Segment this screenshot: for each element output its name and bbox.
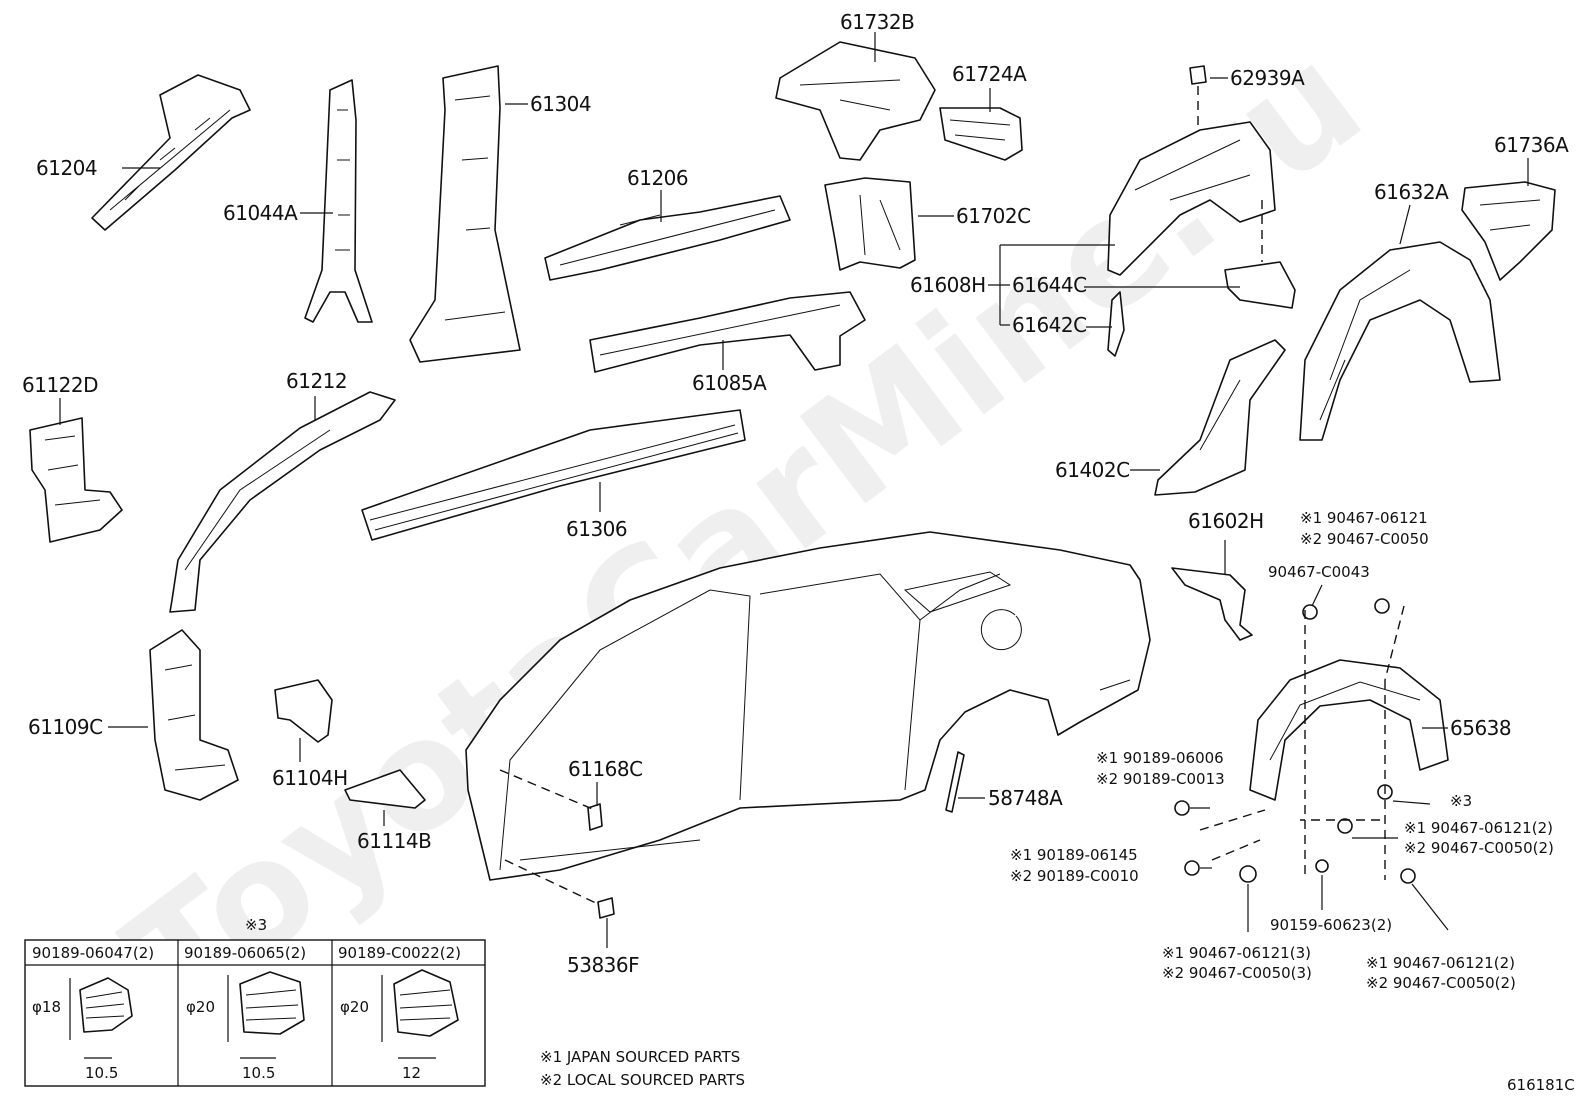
label-61122D: 61122D bbox=[22, 373, 98, 397]
label-61212: 61212 bbox=[286, 369, 347, 393]
note-d1: ※1 90467-06121(2) bbox=[1404, 819, 1553, 837]
part-61602H-shape[interactable] bbox=[1171, 567, 1253, 641]
clip-col-1-length: 10.5 bbox=[85, 1064, 118, 1082]
part-61642C-shape[interactable] bbox=[1107, 291, 1125, 357]
part-61736A-shape[interactable] bbox=[1461, 181, 1556, 281]
label-61644C: 61644C bbox=[1012, 273, 1087, 297]
part-58748A-shape[interactable] bbox=[945, 751, 965, 813]
part-61304-shape[interactable] bbox=[409, 65, 521, 363]
label-61104H: 61104H bbox=[272, 766, 348, 790]
label-61085A: 61085A bbox=[692, 371, 767, 395]
part-61644C-shape[interactable] bbox=[1224, 261, 1296, 309]
clip-col-3-dia: φ20 bbox=[340, 998, 369, 1016]
part-61632A-shape[interactable] bbox=[1299, 241, 1501, 441]
label-61736A: 61736A bbox=[1494, 133, 1569, 157]
clip-col-1-dia: φ18 bbox=[32, 998, 61, 1016]
legend: ※1 JAPAN SOURCED PARTS ※2 LOCAL SOURCED … bbox=[540, 1048, 745, 1089]
part-61608H-shape[interactable] bbox=[1107, 121, 1276, 276]
label-61114B: 61114B bbox=[357, 829, 431, 853]
part-61114B-shape[interactable] bbox=[344, 769, 426, 809]
part-labels: 61204 61044A 61304 61206 61732B 61724A 6… bbox=[22, 10, 1570, 977]
label-61632A: 61632A bbox=[1374, 180, 1449, 204]
clip-col-2-part: 90189-06065(2) bbox=[184, 944, 306, 962]
body-side-outer-panel[interactable] bbox=[465, 531, 1151, 881]
part-61085A-shape[interactable] bbox=[589, 291, 866, 373]
part-61109C-shape[interactable] bbox=[149, 629, 239, 801]
note-a1: ※1 90467-06121 bbox=[1300, 509, 1428, 527]
label-61044A: 61044A bbox=[223, 201, 298, 225]
note-b2: ※2 90189-C0013 bbox=[1096, 770, 1225, 788]
label-61732B: 61732B bbox=[840, 10, 914, 34]
label-90159-60623: 90159-60623(2) bbox=[1270, 916, 1392, 934]
clip-col-3-length: 12 bbox=[402, 1064, 421, 1082]
note-c2: ※2 90189-C0010 bbox=[1010, 867, 1139, 885]
part-61044A-shape[interactable] bbox=[304, 79, 373, 323]
note-f1: ※1 90467-06121(2) bbox=[1366, 954, 1515, 972]
legend-local: ※2 LOCAL SOURCED PARTS bbox=[540, 1071, 745, 1089]
label-61702C: 61702C bbox=[956, 204, 1031, 228]
note-d2: ※2 90467-C0050(2) bbox=[1404, 839, 1554, 857]
dashed-guides bbox=[499, 86, 1405, 906]
note-e1: ※1 90467-06121(3) bbox=[1162, 944, 1311, 962]
part-61402C-shape[interactable] bbox=[1154, 339, 1286, 496]
part-61104H-shape[interactable] bbox=[274, 679, 333, 743]
part-61306-shape[interactable] bbox=[361, 409, 746, 541]
label-61724A: 61724A bbox=[952, 62, 1027, 86]
leader-lines bbox=[59, 32, 1529, 948]
clip-col-3-part: 90189-C0022(2) bbox=[338, 944, 461, 962]
part-53836F-shape[interactable] bbox=[597, 897, 615, 919]
label-65638: 65638 bbox=[1450, 716, 1511, 740]
part-61702C-shape[interactable] bbox=[824, 177, 916, 271]
clip-3-icon bbox=[381, 969, 459, 1059]
note-e2: ※2 90467-C0050(3) bbox=[1162, 964, 1312, 982]
clip-2-icon bbox=[227, 971, 305, 1059]
note-b1: ※1 90189-06006 bbox=[1096, 749, 1224, 767]
part-61732B-shape[interactable] bbox=[775, 41, 936, 161]
clip-table-mark: ※3 bbox=[245, 916, 267, 934]
label-53836F: 53836F bbox=[567, 953, 639, 977]
part-61204-shape[interactable] bbox=[91, 74, 251, 231]
note-a2: ※2 90467-C0050 bbox=[1300, 530, 1429, 548]
fasteners bbox=[1174, 598, 1416, 884]
clip-col-2-dia: φ20 bbox=[186, 998, 215, 1016]
part-62939A-shape[interactable] bbox=[1189, 65, 1207, 85]
label-61109C: 61109C bbox=[28, 715, 103, 739]
label-90467-C0043: 90467-C0043 bbox=[1268, 563, 1370, 581]
part-61212-shape[interactable] bbox=[169, 391, 396, 613]
clip-col-2-length: 10.5 bbox=[242, 1064, 275, 1082]
label-61304: 61304 bbox=[530, 92, 591, 116]
label-61306: 61306 bbox=[566, 517, 627, 541]
clip-table: ※3 90189-06047(2) 90189-06065(2) 90189-C… bbox=[24, 916, 486, 1087]
part-61206-shape[interactable] bbox=[544, 195, 791, 281]
note-mark3: ※3 bbox=[1450, 792, 1472, 810]
label-61168C: 61168C bbox=[568, 757, 643, 781]
label-61206: 61206 bbox=[627, 166, 688, 190]
label-62939A: 62939A bbox=[1230, 66, 1305, 90]
note-labels: ※1 90467-06121 ※2 90467-C0050 ※1 90189-0… bbox=[1010, 509, 1554, 992]
part-61168C-shape[interactable] bbox=[587, 803, 603, 831]
label-61204: 61204 bbox=[36, 156, 97, 180]
clip-col-1-part: 90189-06047(2) bbox=[32, 944, 154, 962]
label-61608H: 61608H bbox=[910, 273, 986, 297]
clip-1-icon bbox=[69, 977, 133, 1059]
label-61402C: 61402C bbox=[1055, 458, 1130, 482]
legend-japan: ※1 JAPAN SOURCED PARTS bbox=[540, 1048, 740, 1066]
part-61724A-shape[interactable] bbox=[939, 107, 1023, 161]
label-61602H: 61602H bbox=[1188, 509, 1264, 533]
diagram-code: 616181C bbox=[1507, 1076, 1575, 1094]
note-f2: ※2 90467-C0050(2) bbox=[1366, 974, 1516, 992]
part-61122D-shape[interactable] bbox=[29, 417, 123, 543]
note-c1: ※1 90189-06145 bbox=[1010, 846, 1138, 864]
part-65638-shape[interactable] bbox=[1249, 659, 1449, 801]
label-58748A: 58748A bbox=[988, 786, 1063, 810]
label-61642C: 61642C bbox=[1012, 313, 1087, 337]
